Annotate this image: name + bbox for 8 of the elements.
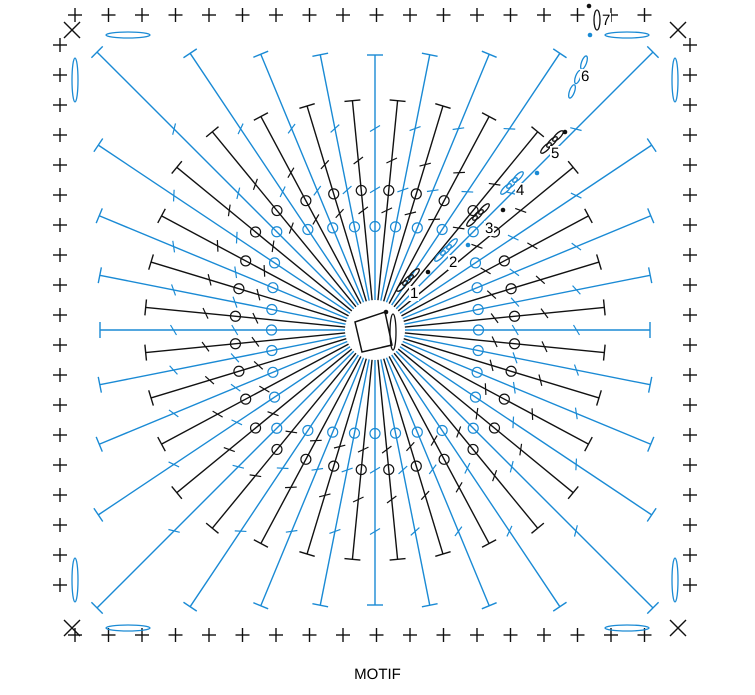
round-number: 1 (409, 286, 420, 301)
round-number: 5 (550, 146, 560, 161)
round-number: 3 (484, 221, 494, 236)
caption: MOTIF (354, 666, 401, 683)
round-number: 7 (601, 13, 612, 28)
round-number: 4 (515, 183, 526, 198)
round-number: 2 (448, 255, 458, 270)
round-number: 6 (580, 69, 590, 84)
